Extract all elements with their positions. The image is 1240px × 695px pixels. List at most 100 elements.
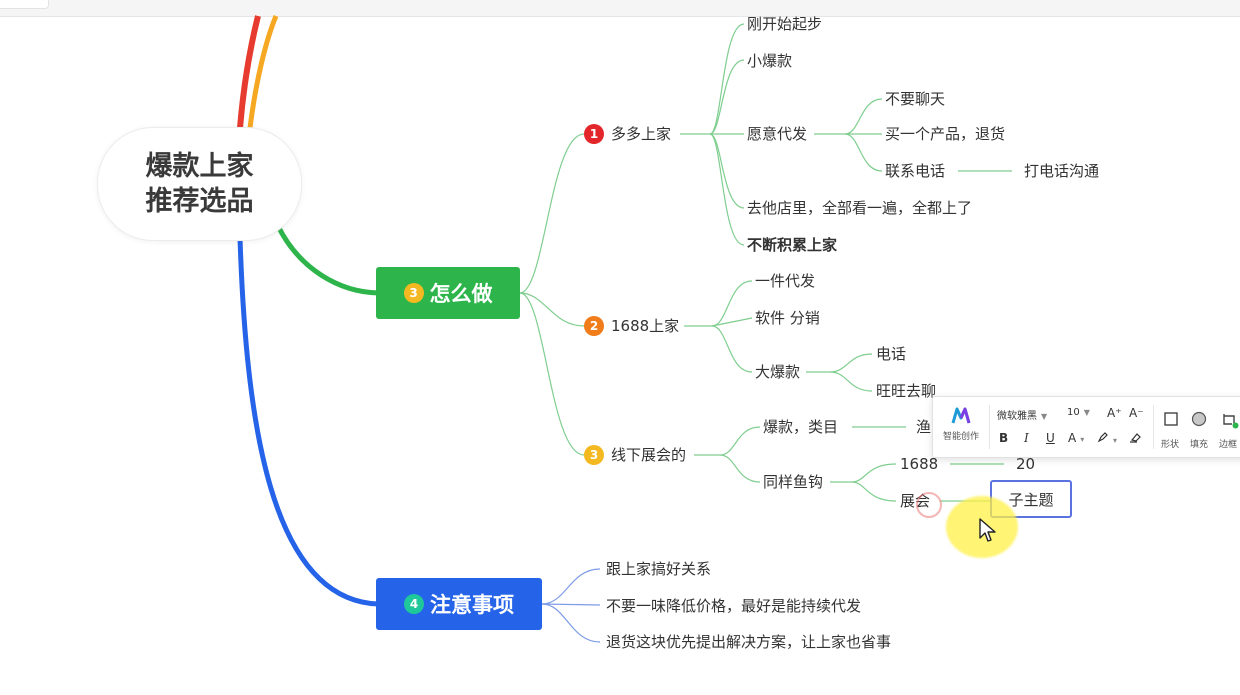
connector-bighit-wangwang [829, 371, 873, 392]
topic-one-piece[interactable]: 一件代发 [755, 272, 816, 290]
connector-bighit-phone [829, 353, 873, 373]
note-item-3[interactable]: 退货这块优先提出解决方案，让上家也省事 [606, 633, 892, 651]
ai-create-label: 智能创作 [942, 432, 979, 442]
ai-create-button[interactable]: 智能创作 [941, 407, 981, 442]
border-icon[interactable] [1221, 411, 1239, 429]
toolbar-divider [989, 405, 990, 449]
topic-yu[interactable]: 渔 [916, 418, 932, 436]
topic-buy-return[interactable]: 买一个产品，退货 [885, 125, 1006, 143]
highlighter-icon [1097, 432, 1108, 443]
bold-button[interactable]: B [999, 431, 1009, 445]
font-size-select[interactable]: 10▼ [1067, 407, 1090, 418]
font-color-label: A [1068, 431, 1077, 445]
topic-wangwang[interactable]: 旺旺去聊 [876, 382, 937, 400]
topic-duoduo[interactable]: 1 多多上家 [584, 124, 671, 144]
topic-call[interactable]: 打电话沟通 [1024, 162, 1100, 180]
toolbar-divider [1153, 405, 1154, 449]
topic-alibaba-label: 1688上家 [611, 317, 680, 335]
note-item-1[interactable]: 跟上家搞好关系 [606, 560, 712, 578]
connector-branch-blue [237, 237, 379, 607]
topic-dropship[interactable]: 愿意代发 [747, 125, 808, 143]
italic-button[interactable]: I [1024, 431, 1029, 445]
top-tab[interactable] [0, 0, 49, 9]
highlight-button[interactable]: ▾ [1097, 431, 1117, 446]
fill-label: 填充 [1190, 440, 1209, 450]
topic-software[interactable]: 软件 分销 [755, 309, 820, 327]
font-family-value: 微软雅黑 [997, 411, 1037, 422]
branch-notes-label: 注意事项 [430, 593, 514, 617]
topic-big-hit[interactable]: 大爆款 [755, 363, 801, 381]
connector-duoduo-visit [709, 133, 745, 209]
mouse-cursor-icon [979, 518, 996, 542]
connector-offline-hitcat [719, 426, 761, 456]
font-grow-button[interactable]: A⁺ [1107, 406, 1122, 420]
shape-label: 形状 [1161, 440, 1180, 450]
root-topic[interactable]: 爆款上家 推荐选品 [97, 127, 302, 241]
topic-offline[interactable]: 3 线下展会的 [584, 445, 686, 465]
connector-samehook-expo [851, 481, 897, 502]
topic-offline-label: 线下展会的 [611, 446, 687, 464]
connector-alibaba-software [711, 317, 753, 327]
click-indicator [916, 492, 942, 518]
topic-duoduo-label: 多多上家 [611, 125, 672, 143]
branch-how-label: 怎么做 [429, 282, 493, 306]
border-label: 边框 [1219, 440, 1238, 450]
priority-2-icon: 2 [584, 316, 604, 336]
connector-branch-green [275, 224, 379, 296]
chevron-down-icon: ▼ [1083, 408, 1090, 417]
selected-subtopic-label: 子主题 [1008, 490, 1054, 509]
connector-branch-orange [247, 15, 279, 129]
connector-dropship-phone [844, 133, 883, 172]
top-bar [0, 0, 1240, 17]
topic-visit-store[interactable]: 去他店里，全部看一遍，全都上了 [747, 199, 973, 217]
connector-branch-red [237, 15, 261, 129]
connector-notes-2 [541, 603, 601, 606]
topic-small-hit[interactable]: 小爆款 [747, 52, 793, 70]
selected-subtopic[interactable]: 子主题 [990, 480, 1072, 518]
topic-20[interactable]: 20 [1016, 455, 1036, 473]
clear-format-button[interactable] [1129, 431, 1141, 446]
ai-logo-icon [951, 407, 971, 424]
topic-accumulate[interactable]: 不断积累上家 [747, 236, 838, 254]
eraser-icon [1130, 433, 1141, 443]
topic-hit-category[interactable]: 爆款，类目 [763, 418, 839, 436]
chevron-down-icon: ▾ [1113, 436, 1118, 445]
shape-icon[interactable] [1163, 411, 1179, 427]
connector-duoduo-small [709, 59, 745, 135]
connector-alibaba-bighit [711, 325, 753, 373]
note-item-2[interactable]: 不要一味降低价格，最好是能持续代发 [606, 597, 862, 615]
font-shrink-button[interactable]: A⁻ [1129, 406, 1144, 420]
topic-start[interactable]: 刚开始起步 [747, 15, 823, 33]
connector-notes-3 [541, 603, 601, 643]
format-toolbar: 智能创作 微软雅黑▼ 10▼ A⁺ A⁻ B I U A▾ ▾ 形状 填充 边框 [932, 396, 1240, 458]
font-size-value: 10 [1067, 407, 1080, 418]
font-color-button[interactable]: A▾ [1068, 431, 1084, 445]
underline-button[interactable]: U [1046, 431, 1055, 445]
connector-dropship-nochat [844, 98, 883, 135]
chevron-down-icon: ▾ [1080, 435, 1085, 444]
topic-same-hook[interactable]: 同样鱼钩 [763, 473, 824, 491]
topic-no-chat[interactable]: 不要聊天 [885, 90, 946, 108]
connector-duoduo-start [709, 23, 745, 135]
root-title: 爆款上家 推荐选品 [145, 151, 254, 217]
branch-how[interactable]: 3 怎么做 [376, 267, 520, 319]
connector-how-duoduo [519, 133, 585, 294]
fill-icon[interactable] [1191, 411, 1207, 427]
topic-phone[interactable]: 电话 [876, 345, 907, 363]
font-family-select[interactable]: 微软雅黑▼ [997, 407, 1047, 422]
topic-contact-phone[interactable]: 联系电话 [885, 162, 946, 180]
topic-alibaba[interactable]: 2 1688上家 [584, 316, 679, 336]
priority-3-icon: 3 [403, 283, 424, 303]
connector-how-alibaba [519, 292, 585, 327]
priority-4-icon: 4 [404, 594, 424, 614]
connector-how-offline [519, 292, 585, 456]
connector-samehook-1688 [851, 463, 897, 483]
branch-notes[interactable]: 4 注意事项 [376, 578, 542, 630]
connector-notes-1 [541, 568, 601, 605]
priority-1-icon: 1 [584, 124, 604, 144]
priority-3-icon: 3 [584, 445, 604, 465]
connector-duoduo-accumulate [709, 133, 745, 246]
topic-1688[interactable]: 1688 [900, 455, 939, 473]
connector-offline-samehook [719, 454, 761, 483]
